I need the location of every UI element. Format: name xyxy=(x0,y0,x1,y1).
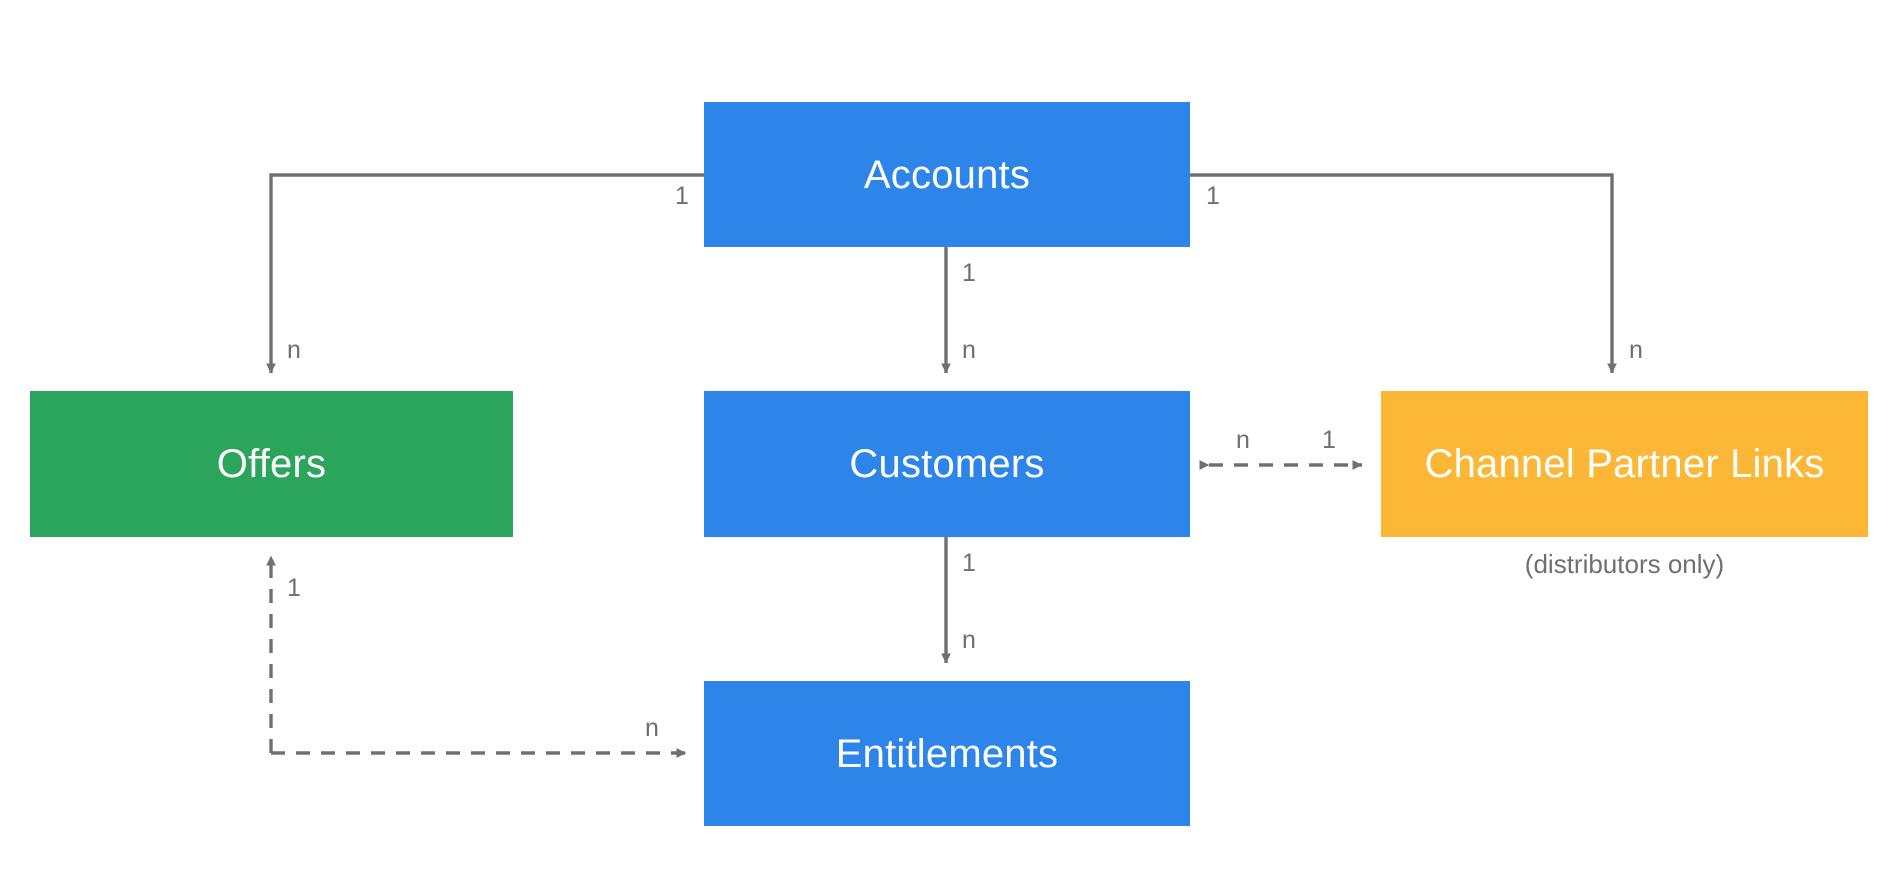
node-entitlements-label: Entitlements xyxy=(835,731,1059,776)
edge-label-accounts-cpl-one: 1 xyxy=(1206,182,1220,210)
edge-accounts-offers xyxy=(266,173,704,374)
edge-label-offers-entitlements-one: 1 xyxy=(287,574,301,602)
node-entitlements[interactable]: Entitlements xyxy=(704,681,1190,826)
node-accounts-label: Accounts xyxy=(863,152,1031,197)
node-channel-partner-links-label: Channel Partner Links xyxy=(1424,442,1825,486)
edge-label-offers-entitlements-n: n xyxy=(645,714,659,742)
node-offers-label: Offers xyxy=(216,442,327,486)
edge-label-customers-entitlements-n: n xyxy=(962,626,976,654)
edge-label-accounts-offers-n: n xyxy=(287,336,301,364)
edge-label-customers-cpl-one: 1 xyxy=(1322,426,1336,454)
edge-label-customers-cpl-n: n xyxy=(1236,426,1250,454)
node-accounts[interactable]: Accounts xyxy=(704,102,1190,247)
edge-label-accounts-customers-n: n xyxy=(962,336,976,364)
edge-accounts-channel-partner-links xyxy=(1190,173,1617,374)
node-channel-partner-links[interactable]: Channel Partner Links xyxy=(1381,391,1868,537)
node-customers[interactable]: Customers xyxy=(704,391,1190,537)
edge-label-accounts-offers-one: 1 xyxy=(675,182,689,210)
edge-label-accounts-cpl-n: n xyxy=(1629,336,1643,364)
edge-offers-entitlements xyxy=(266,555,687,758)
node-customers-label: Customers xyxy=(849,442,1045,486)
edge-label-customers-entitlements-one: 1 xyxy=(962,549,976,577)
edge-label-accounts-customers-one: 1 xyxy=(962,259,976,287)
node-channel-partner-links-caption: (distributors only) xyxy=(1524,549,1725,579)
node-offers[interactable]: Offers xyxy=(30,391,513,537)
